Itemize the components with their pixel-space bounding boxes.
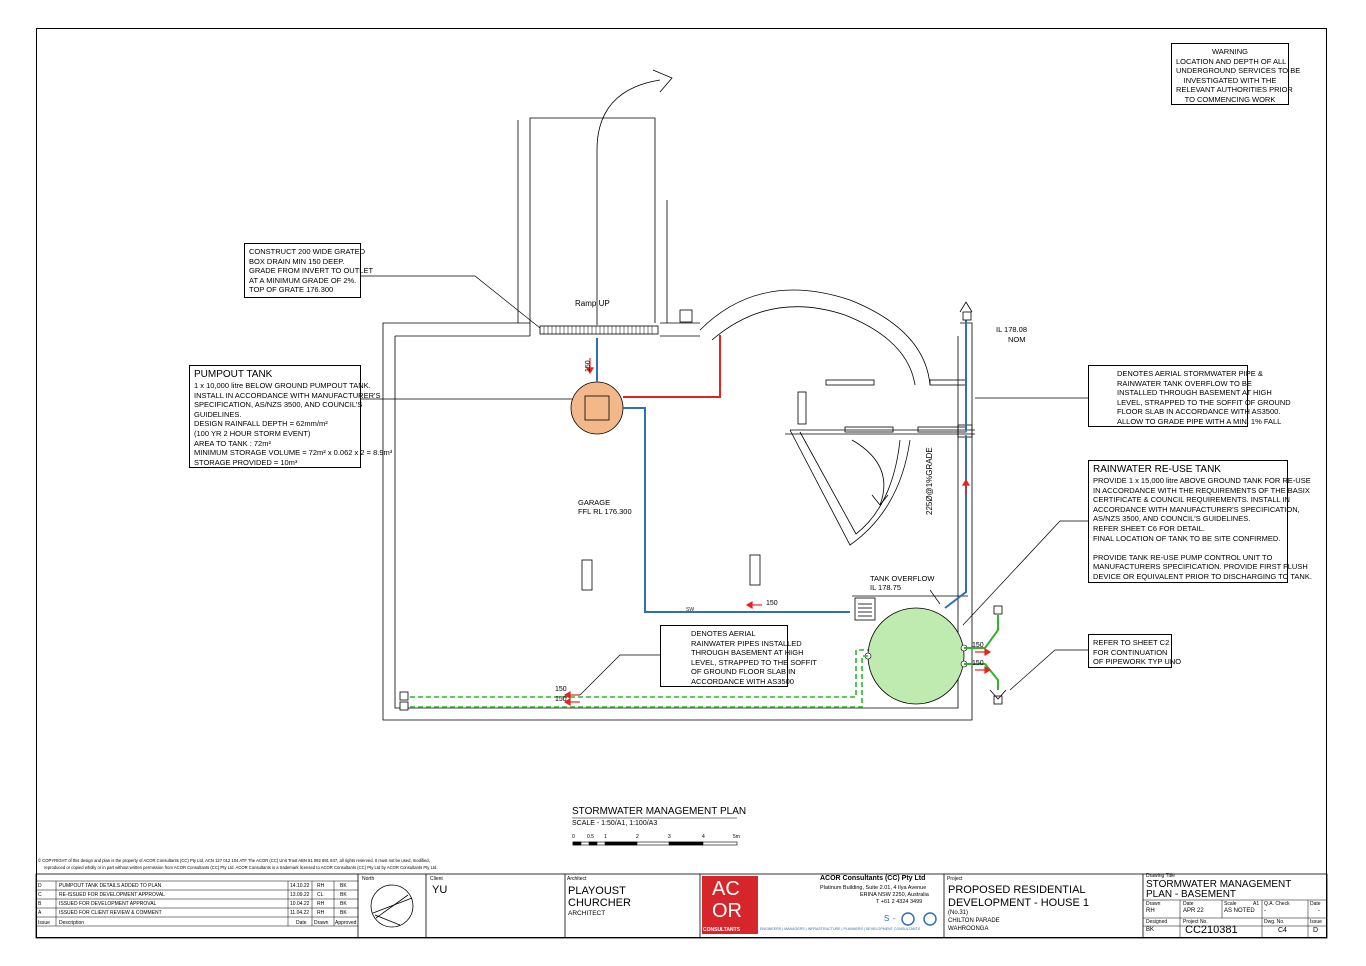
pumpout-tank-note: PUMPOUT TANK 1 x 10,000 litre BELOW GROU… [189,365,392,468]
stormwater-pipes-blue [596,316,967,613]
tank-overflow-il: IL 178.75 [870,583,901,592]
scale-tick-1: 0.5 [587,834,594,840]
svg-text:S: S [884,914,889,923]
sw-pipe-label: SW [686,607,695,613]
architect-line-2: CHURCHER [568,897,631,909]
plan-scale: SCALE - 1:50/A1, 1:100/A3 [572,820,658,827]
scale-tick-6: 5m [733,834,740,840]
architect-line-3: ARCHITECT [568,910,606,917]
scale-value: AS NOTED [1224,908,1255,914]
logo-top-text: AC [712,878,740,900]
garage-ffl-label: FFL RL 176.300 [578,507,632,516]
project-line-4: CHILTON PARADE [948,918,1000,924]
north-label: North [362,876,375,882]
pipe-size-tank-2: 150 [972,660,984,667]
drawing-title-label: Drawing Title [1146,873,1175,879]
qa-label: Q.A. Check [1264,901,1290,907]
drawn-label: Drawn [1146,901,1161,907]
aerial-rainwater-note: DENOTES AERIAL RAINWATER PIPES INSTALLED… [660,625,817,687]
pipe-size-vertical: 150 [585,360,592,372]
scale-bar [572,817,738,846]
pipe-size-tank-1: 150 [972,642,984,649]
garage-label: GARAGE [578,498,611,507]
grade-label: 225Ø@1%GRADE [925,447,934,515]
downpipe-symbols [399,301,1007,711]
rainwater-tank-note: RAINWATER RE-USE TANK PROVIDE 1 x 15,000… [1088,460,1312,583]
company-phone: T +61 2 4324 3499 [876,899,923,905]
rainwater-tank [867,607,965,705]
company-name: ACOR Consultants (CC) Pty Ltd [820,875,926,882]
pipe-size-green-1: 150 [555,686,567,693]
project-no-label: Project No. [1183,919,1208,925]
il-nom-label: NOM [1008,335,1026,344]
project-line-3: (No.31) [948,910,969,916]
building-outline [382,69,973,721]
drawing-title-2: PLAN - BASEMENT [1146,889,1237,900]
ramp-label: Ramp UP [575,299,610,308]
copyright-line-2: reproduced or copied wholly or in part w… [44,865,438,870]
plan-title: STORMWATER MANAGEMENT PLAN [572,806,747,817]
copyright-line-1: © COPYRIGHT of this design and plan is t… [38,858,430,863]
north-arrow [370,884,414,928]
issue-label: Issue [1310,919,1322,925]
project-line-1: PROPOSED RESIDENTIAL [948,884,1086,896]
date-value: APR 22 [1183,908,1204,914]
issue-value: D [1313,927,1319,934]
revision-grid [36,880,1327,938]
drawing-frame [36,28,1327,938]
box-drain-note: CONSTRUCT 200 WIDE GRATED BOX DRAIN MIN … [244,243,373,298]
company-address-2: ERINA NSW 2250, Australia [860,892,929,898]
designed-label: Designed [1146,919,1168,925]
architect-label: Architect [567,876,587,882]
pumpout-rising-main [623,335,721,398]
acor-logo [702,876,758,934]
rainwater-inlet-pipes [964,615,999,690]
dwg-no-value: C4 [1278,927,1287,934]
box-drain-grate [543,326,653,334]
accreditation-icons [901,912,937,926]
svg-text:-: - [893,914,896,923]
dwg-no-label: Dwg. No. [1264,919,1285,925]
flow-arrows [563,358,992,707]
architect-line-1: PLAYOUST [568,885,626,897]
client-name: YU [432,884,448,896]
pumpout-tank [570,381,624,435]
qa-date-label: Date [1310,901,1321,907]
scale-a1: A1 [1253,901,1260,907]
aerial-stormwater-note: DENOTES AERIAL STORMWATER PIPE & RAINWAT… [1088,365,1291,427]
scale-label: Scale [1224,901,1237,907]
scale-tick-5: 4 [702,834,705,840]
tank-overflow-label: TANK OVERFLOW [870,574,935,583]
scale-tick-3: 2 [636,834,639,840]
warning-note: WARNING LOCATION AND DEPTH OF ALL UNDERG… [1171,43,1300,105]
company-address-1: Platinum Building, Suite 2.01, 4 Ilya Av… [820,885,927,891]
scale-tick-2: 1 [604,834,607,840]
il-top-label: IL 178.08 [996,325,1027,334]
pipe-size-green-2: 150 [555,696,567,703]
project-label: Project [947,876,963,882]
drawing-title-1: STORMWATER MANAGEMENT [1146,879,1292,890]
pipe-size-sw: 150 [766,600,778,607]
drawn-value: RH [1146,908,1155,914]
client-label: Client [430,876,443,882]
logo-sub-text: CONSULTANTS [703,927,741,933]
refer-sheet-c2-note: REFER TO SHEET C2 FOR CONTINUATION OF PI… [1088,634,1181,668]
designed-value: BK [1146,927,1155,933]
project-line-5: WAHROONGA [948,926,989,932]
leader-lines [360,275,1088,696]
title-block-grid [35,873,1328,939]
disciplines: ENGINEERS | MANAGERS | INFRASTRUCTURE | … [760,927,921,931]
qa-value: - [1264,908,1266,914]
curved-driveway [581,289,975,621]
date-label: Date [1183,901,1194,907]
project-no-value: CC210381 [1185,924,1238,936]
project-line-2: DEVELOPMENT - HOUSE 1 [948,897,1089,909]
qa-date-value: - [1318,908,1320,914]
scale-tick-4: 3 [668,834,671,840]
scale-tick-0: 0 [572,834,575,840]
logo-bottom-text: OR [712,900,742,922]
